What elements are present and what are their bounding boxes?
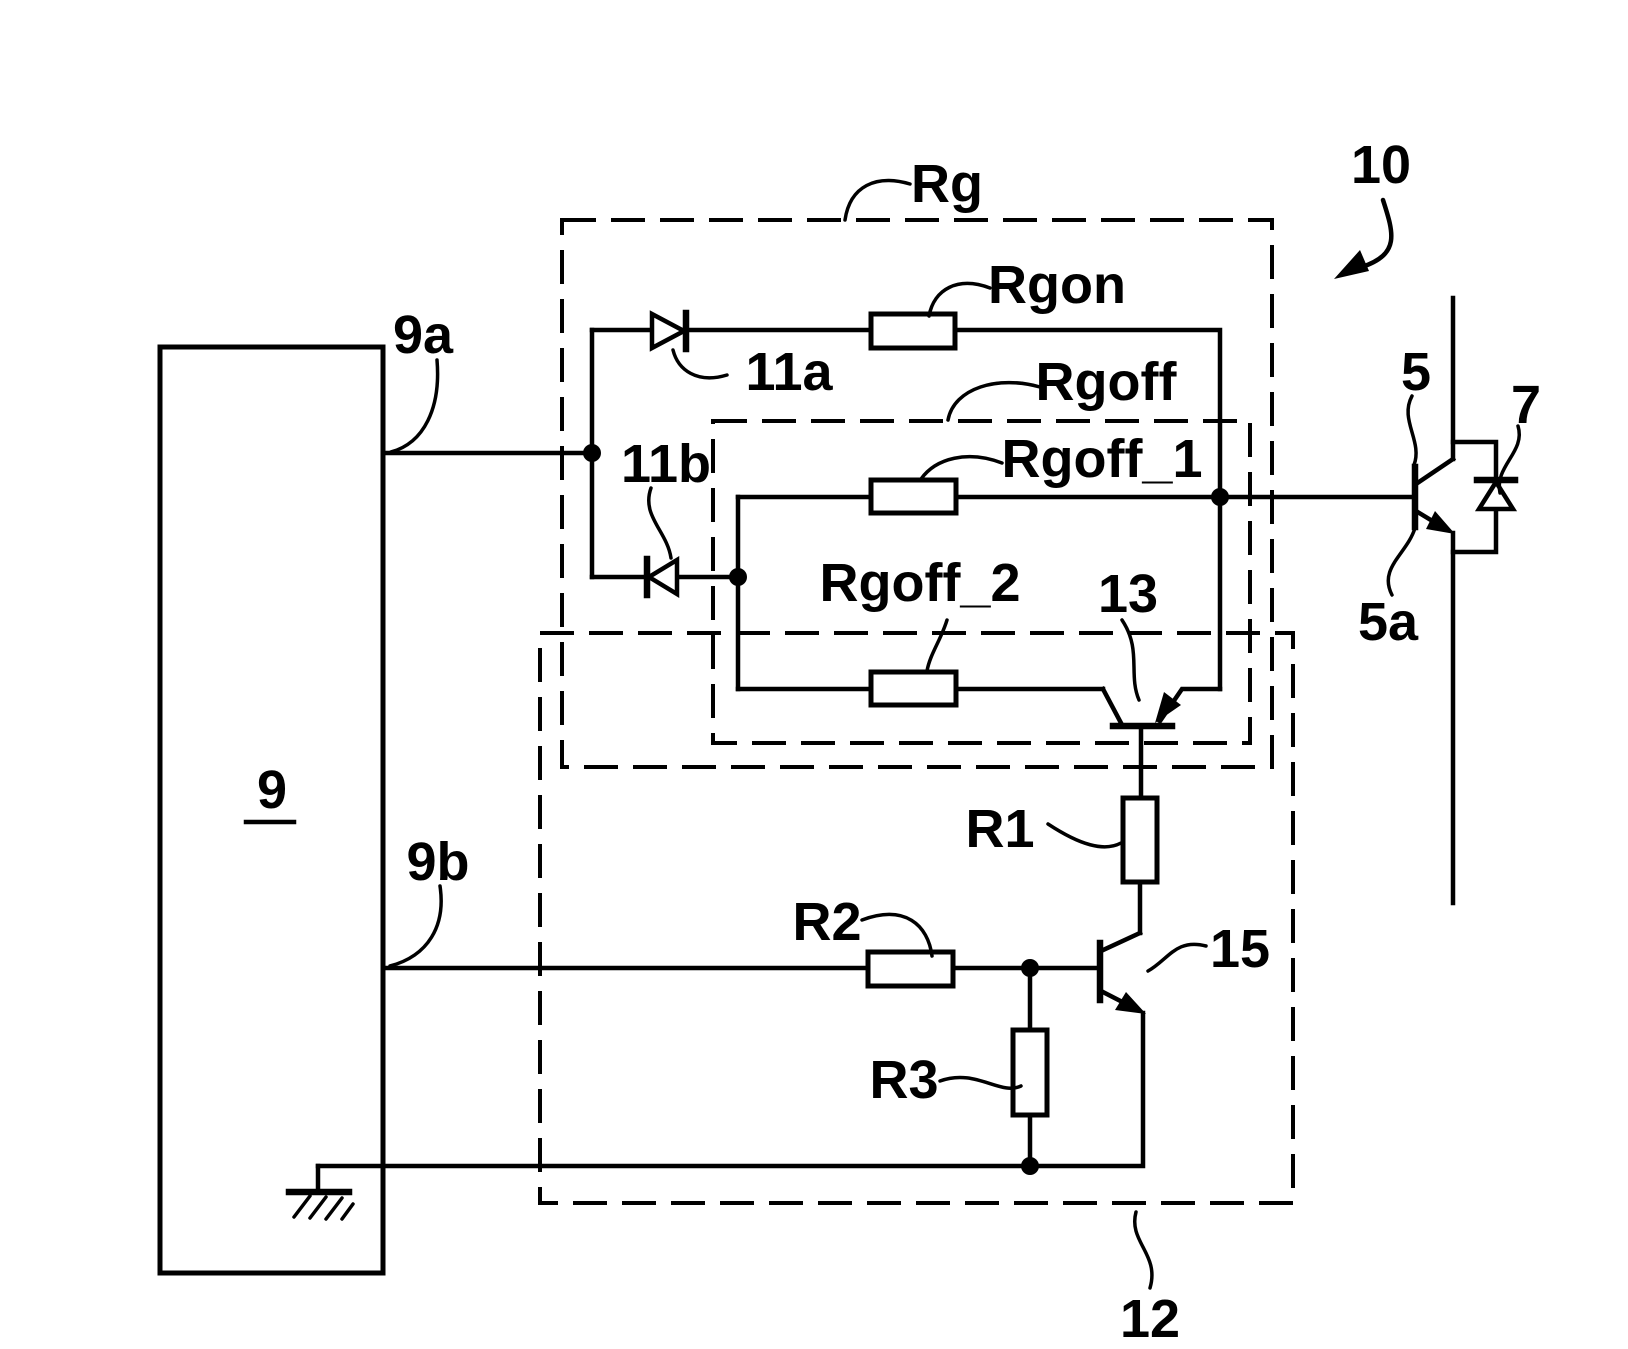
label-9b: 9b [406,832,469,892]
leader-5 [1406,394,1418,467]
label-rgon: Rgon [988,255,1126,315]
label-rgoff1: Rgoff_1 [1002,429,1203,489]
leader-13 [1120,618,1141,702]
junction-rgoff-input [729,568,747,586]
label-11b: 11b [621,434,711,494]
leader-11b [647,486,673,560]
leader-15 [1146,942,1208,973]
transistor-13 [1099,685,1223,730]
leader-9b [388,884,443,968]
igbt-5 [1411,295,1457,906]
leader-r1 [1046,822,1123,849]
label-11a: 11a [745,342,833,402]
junction-gate-node [1211,488,1229,506]
leader-rgon [927,281,992,318]
label-rgoff: Rgoff [1036,352,1178,412]
leader-7 [1497,424,1522,495]
label-rgoff2: Rgoff_2 [820,553,1021,613]
label-r3: R3 [869,1050,938,1110]
leader-rgoff [946,380,1042,422]
junction-dots [583,444,1229,1175]
leader-9a [389,358,440,454]
driver-block-label: 9 [257,760,287,820]
wire-turn-on-branch [589,327,1223,692]
leader-12 [1133,1210,1154,1290]
ground-symbol [285,1163,355,1221]
leader-5a [1386,526,1417,597]
igbt-emitter-arrow [1426,511,1455,534]
resistor-r3 [1010,1027,1050,1118]
reference-labels: 9a 9b Rg Rgon Rgoff Rgoff_1 Rgoff_2 11a … [393,135,1541,1349]
leader-rgoff2 [925,618,949,673]
arrow-10 [1334,197,1394,279]
resistor-r1 [1120,795,1160,885]
rg-network-boundary [560,218,1274,769]
label-13: 13 [1098,564,1158,624]
freewheeling-diode-7 [1450,439,1519,555]
transistor-15 [1096,930,1146,1014]
leader-11a [671,348,729,380]
wire-emitter-return [315,1010,1146,1169]
junction-9a [583,444,601,462]
transistor-15-emitter-arrow [1115,992,1146,1014]
diode-11a [649,309,690,353]
wire-turn-off-diode-branch [589,494,741,692]
label-5a: 5a [1358,592,1419,652]
leader-rg [843,178,912,222]
label-r1: R1 [965,799,1034,859]
driver-block: 9 [157,344,386,1276]
leader-lines [388,178,1522,1290]
diode-11b [643,555,680,599]
auxiliary-circuit-boundary [538,631,1295,1205]
junction-base-node [1021,959,1039,977]
rgoff-network-boundary [711,419,1252,745]
label-10: 10 [1351,135,1411,195]
label-15: 15 [1210,919,1270,979]
label-12: 12 [1120,1289,1180,1349]
label-5: 5 [1401,342,1431,402]
resistor-rgoff2 [868,669,959,708]
junction-return-node [1021,1157,1039,1175]
resistor-r2 [865,949,956,989]
leader-r2 [860,912,934,958]
leader-rgoff1 [919,455,1004,481]
label-9a: 9a [393,305,454,365]
resistor-rgoff1 [868,477,959,516]
transistor-13-emitter-arrow [1155,692,1181,723]
resistor-rgon [868,311,958,351]
leader-r3 [938,1075,1023,1090]
wire-r1-leads [1137,725,1144,936]
label-7: 7 [1511,375,1541,435]
label-rg: Rg [911,154,983,214]
label-r2: R2 [792,892,861,952]
